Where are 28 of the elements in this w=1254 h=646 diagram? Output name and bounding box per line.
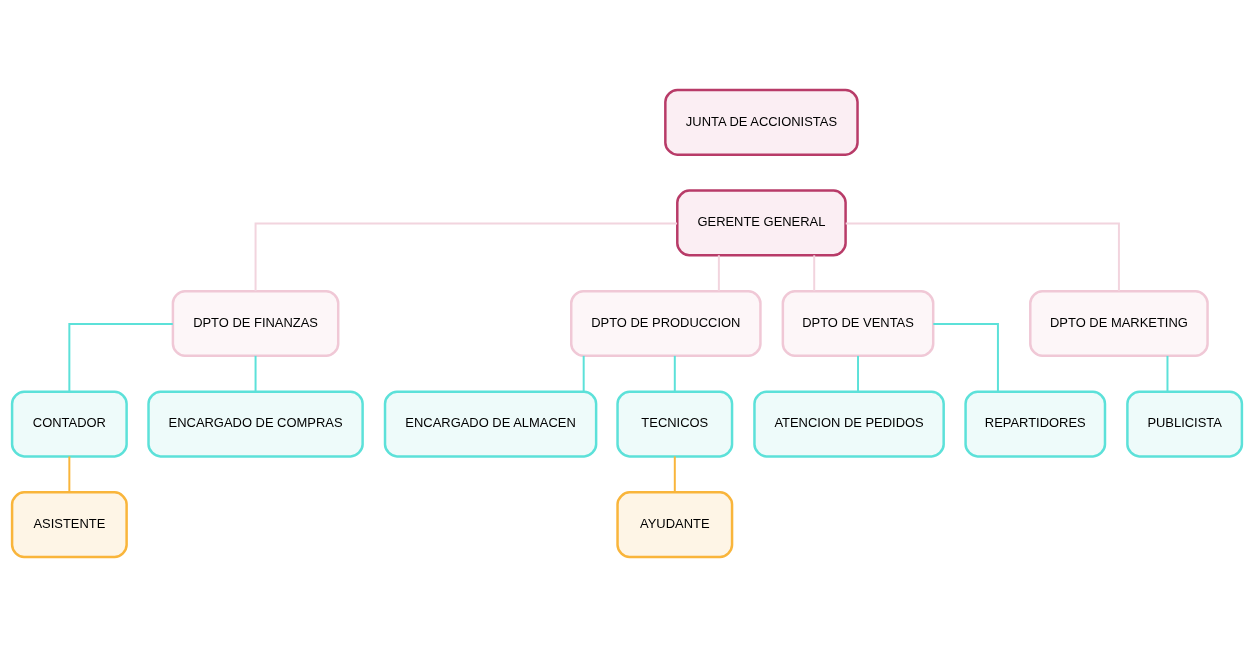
node-box: DPTO DE MARKETING [1029, 289, 1209, 357]
node-box: AYUDANTE [616, 490, 734, 558]
connector [254, 354, 257, 392]
node-box: ENCARGADO DE COMPRAS [147, 389, 364, 458]
connector [1166, 354, 1169, 392]
connector [813, 253, 816, 292]
connector [932, 322, 999, 393]
connector [68, 454, 71, 493]
connector [857, 354, 860, 392]
node-box: ATENCION DE PEDIDOS [753, 389, 945, 458]
node-box: ENCARGADO DE ALMACEN [383, 389, 598, 458]
connector [673, 354, 676, 392]
connector [673, 454, 676, 493]
node-box: DPTO DE FINANZAS [171, 289, 340, 357]
node-box: CONTADOR [10, 389, 128, 458]
node-box: TECNICOS [616, 389, 734, 458]
node-box: GERENTE GENERAL [676, 188, 847, 257]
node-box: ASISTENTE [10, 490, 128, 558]
node-box: REPARTIDORES [964, 389, 1107, 458]
connector [254, 221, 679, 292]
node-box: DPTO DE VENTAS [781, 289, 935, 357]
node-box: DPTO DE PRODUCCION [570, 289, 762, 357]
connector [582, 354, 585, 392]
connector [844, 221, 1120, 292]
node-box: PUBLICISTA [1126, 389, 1244, 458]
connector [68, 322, 174, 393]
node-box: JUNTA DE ACCIONISTAS [664, 88, 859, 156]
connector [717, 253, 720, 292]
